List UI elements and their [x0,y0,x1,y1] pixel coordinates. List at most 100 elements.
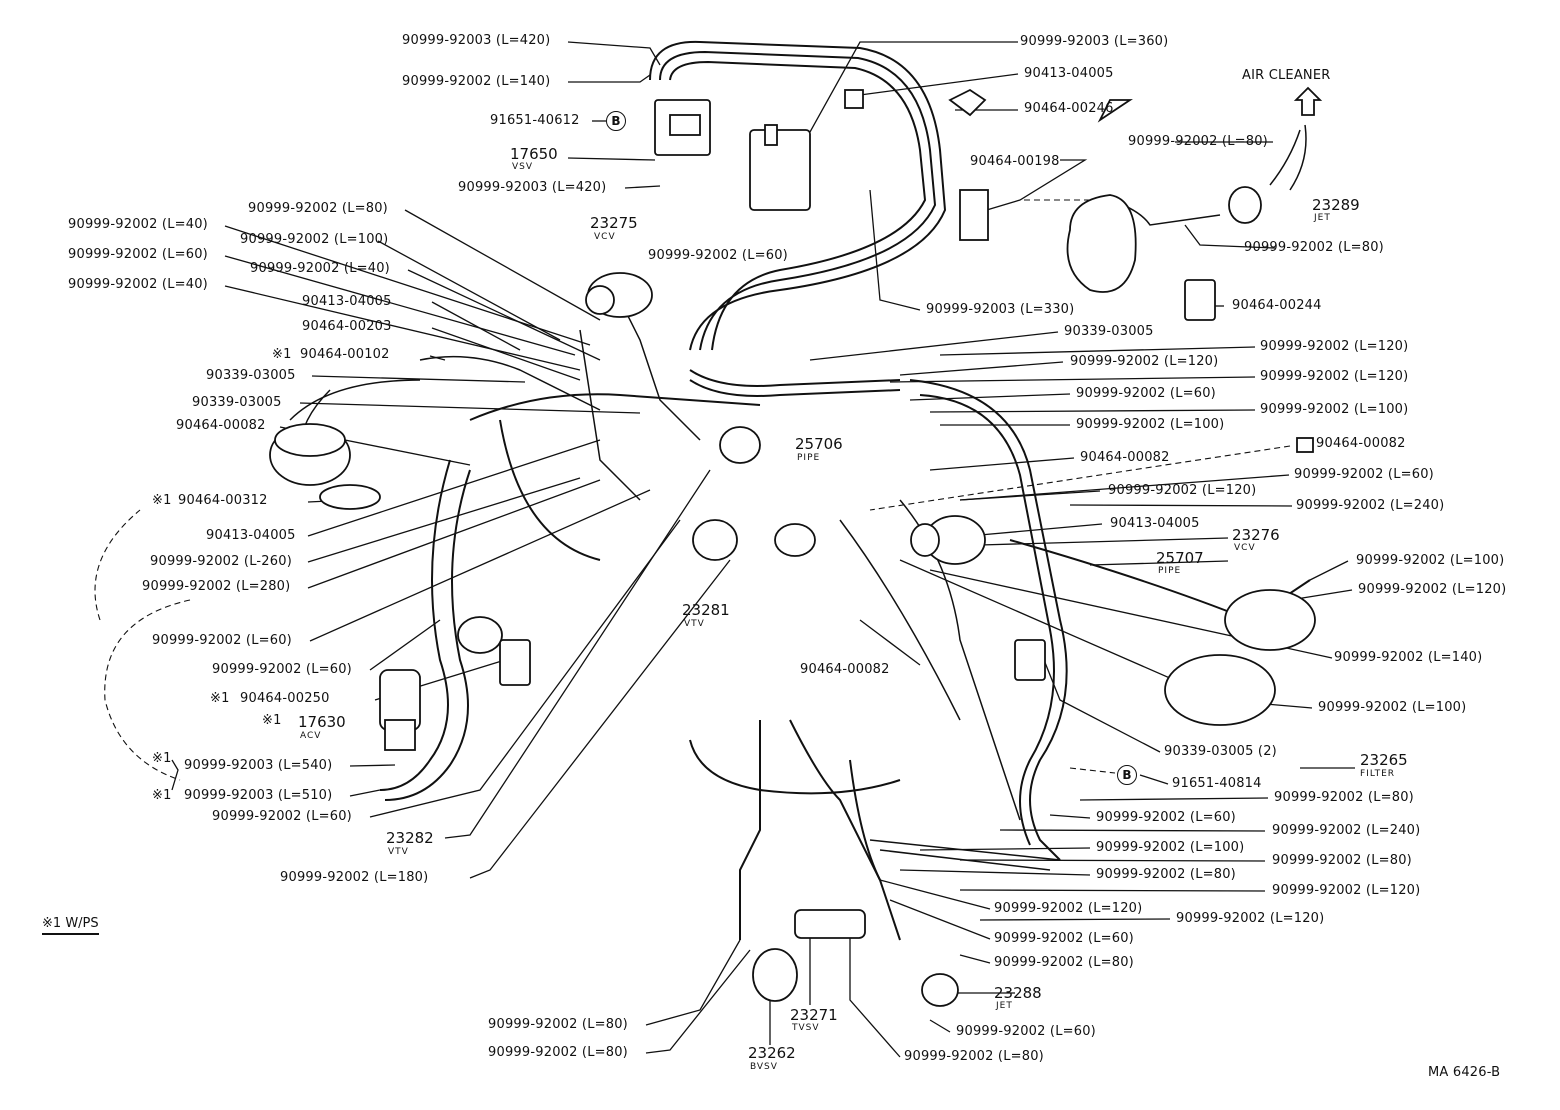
component-name: VCV [1234,543,1256,553]
hose-label: 90999-92002 (L=240) [1272,823,1421,838]
note-mark: ※1 [272,347,292,362]
hose-label: 90999-92002 (L=60) [994,931,1134,946]
hose-label: 90999-92002 (L=120) [994,901,1143,916]
hose-label: 90999-92002 (L=60) [1294,467,1434,482]
hose-label: 90999-92002 (L=120) [1260,339,1409,354]
hose-label: 90999-92002 (L=60) [68,247,208,262]
hose-label: 90999-92002 (L=100) [240,232,389,247]
part-label: 90339-03005 (2) [1164,744,1277,759]
part-label: 90413-04005 [1024,66,1114,81]
note-mark: ※1 [262,713,282,728]
hose-label: 90999-92002 (L=80) [1096,867,1236,882]
hose-label: 90999-92002 (L=60) [1096,810,1236,825]
part-label: 90464-00250 [240,691,330,706]
wps-note: ※1 W/PS [42,916,99,935]
hose-label: 90999-92002 (L=120) [1272,883,1421,898]
component-name: JET [1314,213,1331,223]
part-label: 90339-03005 [206,368,296,383]
hose-label: 90999-92002 (L=80) [248,201,388,216]
part-label: 90413-04005 [1110,516,1200,531]
hose-label: 90999-92002 (L=40) [68,277,208,292]
part-label: 90464-00244 [1232,298,1322,313]
hose-label: 90999-92002 (L=100) [1096,840,1245,855]
hose-label: 90999-92002 (L=80) [1244,240,1384,255]
part-label: 90464-00203 [302,319,392,334]
hose-label: 90999-92002 (L=240) [1296,498,1445,513]
hose-label: 90999-92002 (L=60) [212,662,352,677]
component-number: 25707 [1156,549,1204,567]
hose-label: 90999-92002 (L=100) [1356,553,1505,568]
hose-label: 90999-92002 (L=60) [212,809,352,824]
part-label: 90464-00312 [178,493,268,508]
hose-label: 90999-92003 (L=510) [184,788,333,803]
component-name: PIPE [1158,566,1182,576]
part-label: 90464-00102 [300,347,390,362]
part-label: 90464-00082 [1316,436,1406,451]
part-label: 90464-00246 [1024,101,1114,116]
hose-label: 90999-92002 (L=80) [1272,853,1412,868]
hose-label: 90999-92002 (L=40) [68,217,208,232]
component-name: VCV [594,232,616,242]
hose-label: 90999-92002 (L=120) [1070,354,1219,369]
hose-label: 90999-92002 (L=280) [142,579,291,594]
component-name: VSV [512,162,534,172]
part-label: 90464-00082 [1080,450,1170,465]
part-label: 90413-04005 [302,294,392,309]
hose-label: 90999-92003 (L=360) [1020,34,1169,49]
component-name: ACV [300,731,322,741]
component-number: 23288 [994,984,1042,1002]
hose-label: 90999-92002 (L=120) [1358,582,1507,597]
component-number: 17650 [510,145,558,163]
callout-b-icon: B [1117,765,1137,785]
note-mark: ※1 [152,493,172,508]
hose-label: 90999-92002 (L=120) [1108,483,1257,498]
hose-label: 90999-92002 (L=180) [280,870,429,885]
component-name: TVSV [792,1023,820,1033]
hose-label: 90999-92003 (L=540) [184,758,333,773]
hose-label: 90999-92002 (L=100) [1318,700,1467,715]
hose-label: 90999-92002 (L=80) [994,955,1134,970]
hose-label: 90999-92002 (L=140) [1334,650,1483,665]
note-mark: ※1 [152,788,172,803]
component-number: 23276 [1232,526,1280,544]
diagram-code: MA 6426-B [1428,1065,1501,1080]
hose-label: 90999-92002 (L=60) [1076,386,1216,401]
component-number: 23265 [1360,751,1408,769]
hose-label: 90999-92002 (L=80) [1128,134,1268,149]
component-number: 17630 [298,713,346,731]
hose-label: 90999-92002 (L=80) [488,1017,628,1032]
hose-label: 90999-92003 (L=330) [926,302,1075,317]
component-number: 23281 [682,601,730,619]
hose-label: 90999-92003 (L=420) [402,33,551,48]
hose-label: 90999-92002 (L=40) [250,261,390,276]
component-name: BVSV [750,1062,778,1072]
component-name: VTV [388,847,409,857]
air-cleaner-label: AIR CLEANER [1242,68,1331,83]
hose-label: 90999-92002 (L=140) [402,74,551,89]
note-mark: ※1 [152,751,172,766]
hose-label: 90999-92002 (L=80) [904,1049,1044,1064]
component-number: 23289 [1312,196,1360,214]
part-label: 90339-03005 [1064,324,1154,339]
part-label: 91651-40814 [1172,776,1262,791]
component-name: VTV [684,619,705,629]
note-mark: ※1 [210,691,230,706]
hose-label: 90999-92002 (L=100) [1260,402,1409,417]
component-number: 25706 [795,435,843,453]
hose-label: 90999-92002 (L=100) [1076,417,1225,432]
callout-b-icon: B [606,111,626,131]
part-label: 90464-00082 [176,418,266,433]
component-name: FILTER [1360,769,1396,779]
component-number: 23262 [748,1044,796,1062]
hose-label: 90999-92002 (L=120) [1260,369,1409,384]
component-name: PIPE [797,453,821,463]
hose-label: 90999-92002 (L=80) [1274,790,1414,805]
component-name: JET [996,1001,1013,1011]
part-label: 90464-00198 [970,154,1060,169]
part-label: 90339-03005 [192,395,282,410]
hose-label: 90999-92002 (L=80) [488,1045,628,1060]
part-label: 90413-04005 [206,528,296,543]
hose-label: 90999-92002 (L-260) [150,554,292,569]
